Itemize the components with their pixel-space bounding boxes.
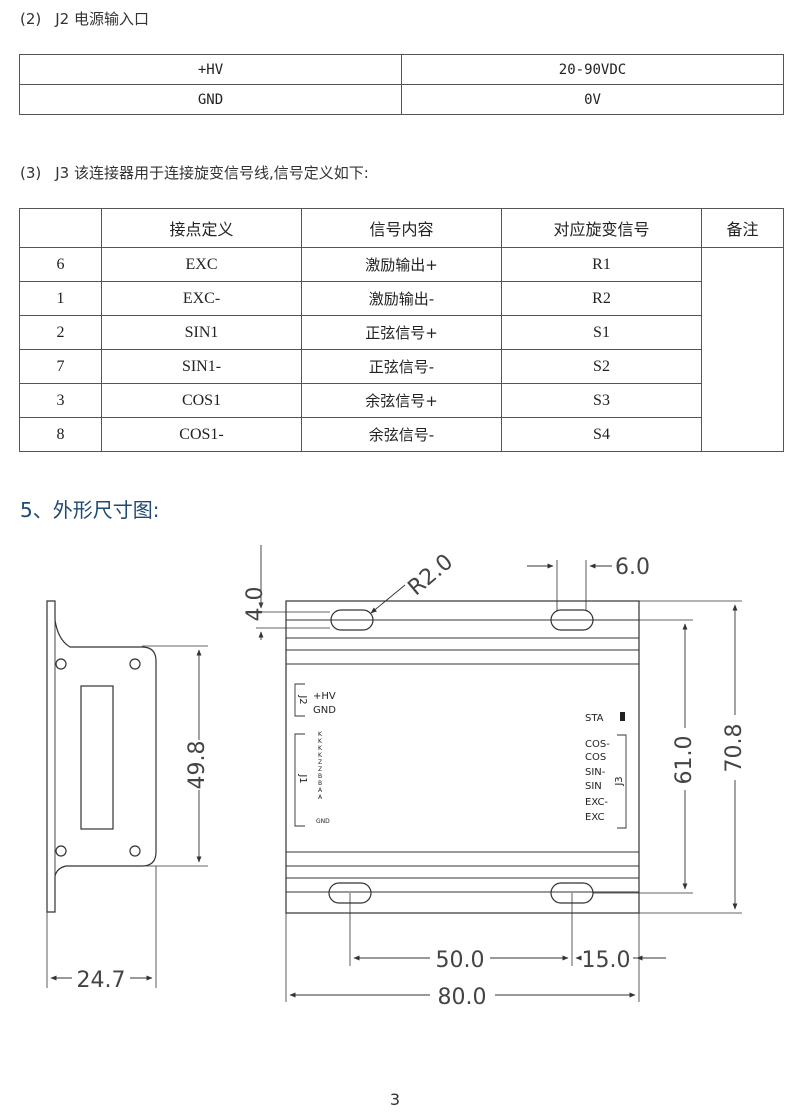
label-j1-pin: K [318,752,323,759]
housing-front-view [256,545,742,1002]
j2-table: +HV 20-90VDC GND 0V [19,54,784,115]
label-j1-pin: GND [316,818,330,825]
dim-15-0: 15.0 [582,948,631,973]
cell-content: 余弦信号- [301,417,502,452]
cell-content: 激励输出+ [301,247,502,282]
cell-def: EXC [101,247,302,282]
table-row: 3 COS1 余弦信号+ S3 [19,383,784,418]
table-header-row: 接点定义 信号内容 对应旋变信号 备注 [19,208,784,248]
cell-resolver: R1 [501,247,702,282]
cell-pin: 7 [19,349,102,384]
label-j3: J3 [614,776,625,786]
label-sta: STA [585,713,604,724]
j2-signal: GND [19,84,402,115]
cell-pin: 8 [19,417,102,452]
dim-49-8: 49.8 [185,741,210,790]
label-j1: J1 [297,773,308,783]
table-row: 2 SIN1 正弦信号+ S1 [19,315,784,350]
label-j1-pin: K [318,731,323,738]
label-j1-pin: A [318,794,323,801]
j3-table: 接点定义 信号内容 对应旋变信号 备注 6 EXC 激励输出+ R1 1 EXC… [19,208,784,452]
label-hv: +HV [313,691,336,702]
cell-def: EXC- [101,281,302,316]
cell-content: 正弦信号+ [301,315,502,350]
label-j3-pin: COS [585,752,606,763]
j3-heading-text: J3 该连接器用于连接旋变信号线,信号定义如下: [55,164,369,182]
dim-r2-0: R2.0 [403,550,458,601]
page-number: 3 [389,1090,401,1109]
dim-70-8: 70.8 [722,724,747,773]
cell-resolver: S2 [501,349,702,384]
bracket-hole [55,845,67,857]
label-j2: J2 [297,694,308,704]
section5-title: 5、外形尺寸图: [20,498,160,522]
table-row: GND 0V [19,84,784,115]
label-j1-pin: K [318,738,323,745]
cell-remark [701,247,784,452]
label-j1-pin: B [318,780,322,787]
label-j3-pin: COS- [585,739,610,750]
label-j1-pin: B [318,773,322,780]
bracket-side-view [46,600,208,988]
label-j3-pin: SIN- [585,767,606,778]
j2-heading: (2) J2 电源输入口 [20,8,149,29]
cell-def: COS1 [101,383,302,418]
table-row: 1 EXC- 激励输出- R2 [19,281,784,316]
cell-def: COS1- [101,417,302,452]
dim-80-0: 80.0 [438,985,487,1010]
label-j3-pin: EXC- [585,797,608,808]
dim-4-0: 4.0 [243,587,268,622]
cell-pin: 1 [19,281,102,316]
j3-heading: (3) J3 该连接器用于连接旋变信号线,信号定义如下: [20,162,369,183]
cell-def: SIN1- [101,349,302,384]
header-def: 接点定义 [101,208,302,248]
header-content: 信号内容 [301,208,502,248]
j2-heading-text: J2 电源输入口 [55,10,149,28]
cell-resolver: S4 [501,417,702,452]
mount-slot [330,609,374,631]
label-j3-pin: SIN [585,781,602,792]
j2-heading-number: (2) [20,10,42,28]
table-row: 7 SIN1- 正弦信号- S2 [19,349,784,384]
bracket-hole [55,658,67,670]
dim-6-0: 6.0 [615,555,650,580]
bracket-slot [80,685,114,830]
label-j1-pin: Z [318,766,322,773]
bracket-hole [129,658,141,670]
j2-value: 0V [401,84,784,115]
dim-24-7: 24.7 [77,968,126,993]
dim-50-0: 50.0 [436,948,485,973]
cell-resolver: S1 [501,315,702,350]
label-j1-pin: A [318,787,323,794]
dim-61-0: 61.0 [672,736,697,785]
label-j1-pin: Z [318,759,322,766]
bracket-hole [129,845,141,857]
sta-led-icon [620,712,625,721]
j3-heading-number: (3) [20,164,42,182]
header-remark: 备注 [701,208,784,248]
cell-resolver: R2 [501,281,702,316]
cell-content: 正弦信号- [301,349,502,384]
label-gnd: GND [313,705,336,716]
label-j1-pin: K [318,745,323,752]
header-pin [19,208,102,248]
cell-def: SIN1 [101,315,302,350]
table-row: 8 COS1- 余弦信号- S4 [19,417,784,452]
cell-resolver: S3 [501,383,702,418]
table-row: 6 EXC 激励输出+ R1 [19,247,784,452]
label-j3-pin: EXC [585,812,604,823]
